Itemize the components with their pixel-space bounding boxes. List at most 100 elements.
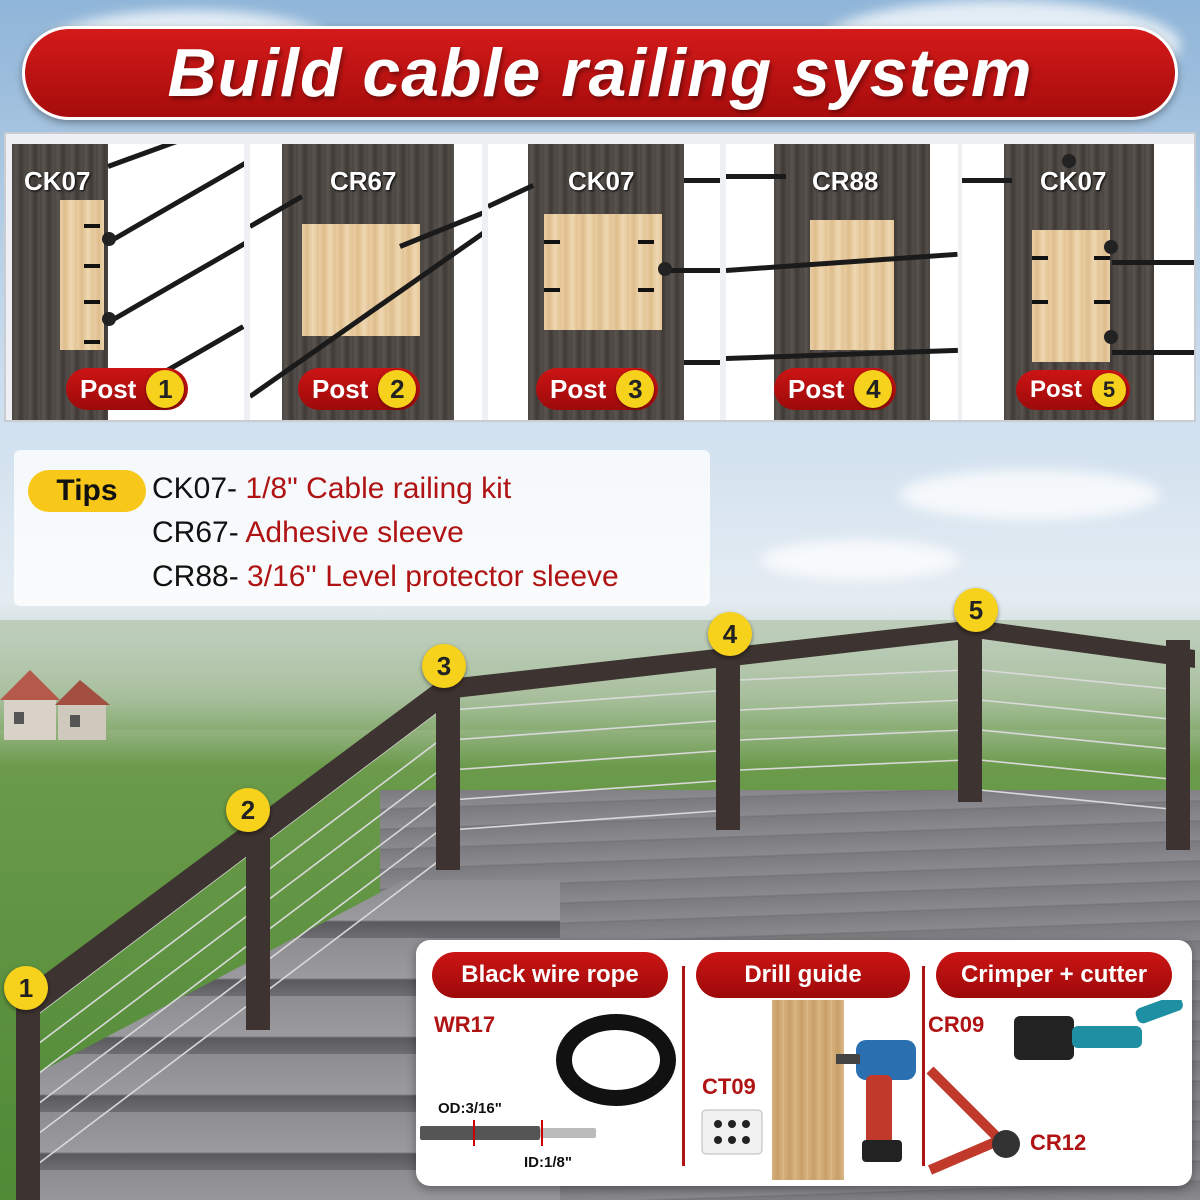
cable [1112,260,1194,265]
post-badge: Post 4 [774,368,897,410]
tip-code: CR88- [152,560,239,593]
post-slot [544,214,662,330]
divider [922,966,925,1166]
post-badge: Post 3 [536,368,659,410]
post-badge-label: Post [80,373,137,404]
bolt [102,232,116,246]
cable-end [1094,256,1110,260]
cable [726,174,786,179]
scene-marker-2: 2 [226,788,270,832]
scene-marker-5: 5 [954,588,998,632]
tip-row: CR67- Adhesive sleeve [152,516,464,550]
cable-end [1032,256,1048,260]
cable-end [638,240,654,244]
cutter-code: CR12 [1030,1130,1087,1155]
wire-cross-section-image [420,1120,596,1146]
cable [1112,350,1194,355]
cable-end [84,224,100,228]
drill-guide-block-image [701,1109,763,1155]
post-slot [60,200,104,350]
post-code: CR88 [812,166,879,196]
cable [684,178,720,183]
wire-coil-image [556,1014,676,1106]
post-panel-2: CR67 Post 2 [250,144,482,420]
tip-description: 1/8" Cable railing kit [245,472,512,505]
cable-end [638,288,654,292]
house-image [0,670,110,740]
post-panel-3: CK07 Post 3 [488,144,720,420]
bolt [1062,154,1076,168]
tips-badge: Tips [28,470,146,512]
post-slot [1032,230,1110,362]
cable-end [84,300,100,304]
scene-marker-3: 3 [422,644,466,688]
post-number: 3 [616,370,655,408]
post-badge-label: Post [1030,376,1083,403]
tip-description: 3/16'' Level protector sleeve [247,560,619,593]
tips-panel: Tips CK07- 1/8" Cable railing kit CR67- … [14,450,710,606]
railing-frame [10,620,1195,1200]
cable-end [544,240,560,244]
title-banner: Build cable railing system [22,26,1178,120]
cable [962,178,1012,183]
cable [107,144,241,169]
post-code: CK07 [24,166,91,196]
post-panel-5: CK07 Post 5 [962,144,1194,420]
post-badge-label: Post [788,373,845,404]
drill-guide-code: CT09 [702,1074,756,1099]
post-code: CK07 [568,166,635,196]
drill-guide-header: Drill guide [696,952,910,998]
tip-row: CR88- 3/16'' Level protector sleeve [152,560,619,594]
cable [662,268,720,273]
bolt [102,312,116,326]
drill-image [836,1040,916,1162]
divider [682,966,685,1166]
post-badge: Post 1 [66,368,189,410]
post-number: 5 [1092,373,1127,407]
tip-row: CK07- 1/8" Cable railing kit [152,472,511,506]
tip-code: CK07- [152,472,238,505]
id-label: ID:1/8" [524,1154,572,1171]
bolt [1104,330,1118,344]
posts-strip: CK07 Post 1 CR67 Post 2 CK07 Post [4,132,1196,422]
cable-end [544,288,560,292]
cable-cutter-image [926,1066,1020,1175]
cable-end [84,340,100,344]
bolt [1104,240,1118,254]
post-badge: Post 2 [298,368,421,410]
crimper-header: Crimper + cutter [936,952,1172,998]
post-number: 2 [378,370,417,408]
post-number: 4 [854,370,893,408]
post-panel-1: CK07 Post 1 [12,144,244,420]
post-badge: Post 5 [1016,370,1131,410]
page-title: Build cable railing system [167,35,1033,111]
crimper-tool-image [1014,1000,1183,1060]
post-code: CK07 [1040,166,1107,196]
tip-code: CR67- [152,516,239,549]
tip-description: Adhesive sleeve [245,516,464,549]
post-panel-4: CR88 Post 4 [726,144,958,420]
cable-end [1094,300,1110,304]
post-badge-label: Post [312,373,369,404]
post-sleeve [810,220,894,350]
cable [106,240,244,325]
wood-block-image [772,1000,844,1180]
cable [106,160,244,245]
wire-rope-header: Black wire rope [432,952,668,998]
cloud [760,540,960,580]
railing-drawing [10,620,1195,1200]
scene-marker-4: 4 [708,612,752,656]
wire-rope-code: WR17 [434,1012,496,1037]
post-badge-label: Post [550,373,607,404]
cable [684,360,720,365]
post-number: 1 [146,370,185,408]
scene-marker-1: 1 [4,966,48,1010]
products-panel: Black wire rope WR17 OD:3/16" ID:1/8" Dr… [416,940,1192,1186]
crimper-code: CR09 [928,1012,985,1037]
bolt [658,262,672,276]
od-label: OD:3/16" [438,1100,502,1117]
cloud [900,470,1160,520]
cable-end [84,264,100,268]
post-code: CR67 [330,166,397,196]
cable-end [1032,300,1048,304]
